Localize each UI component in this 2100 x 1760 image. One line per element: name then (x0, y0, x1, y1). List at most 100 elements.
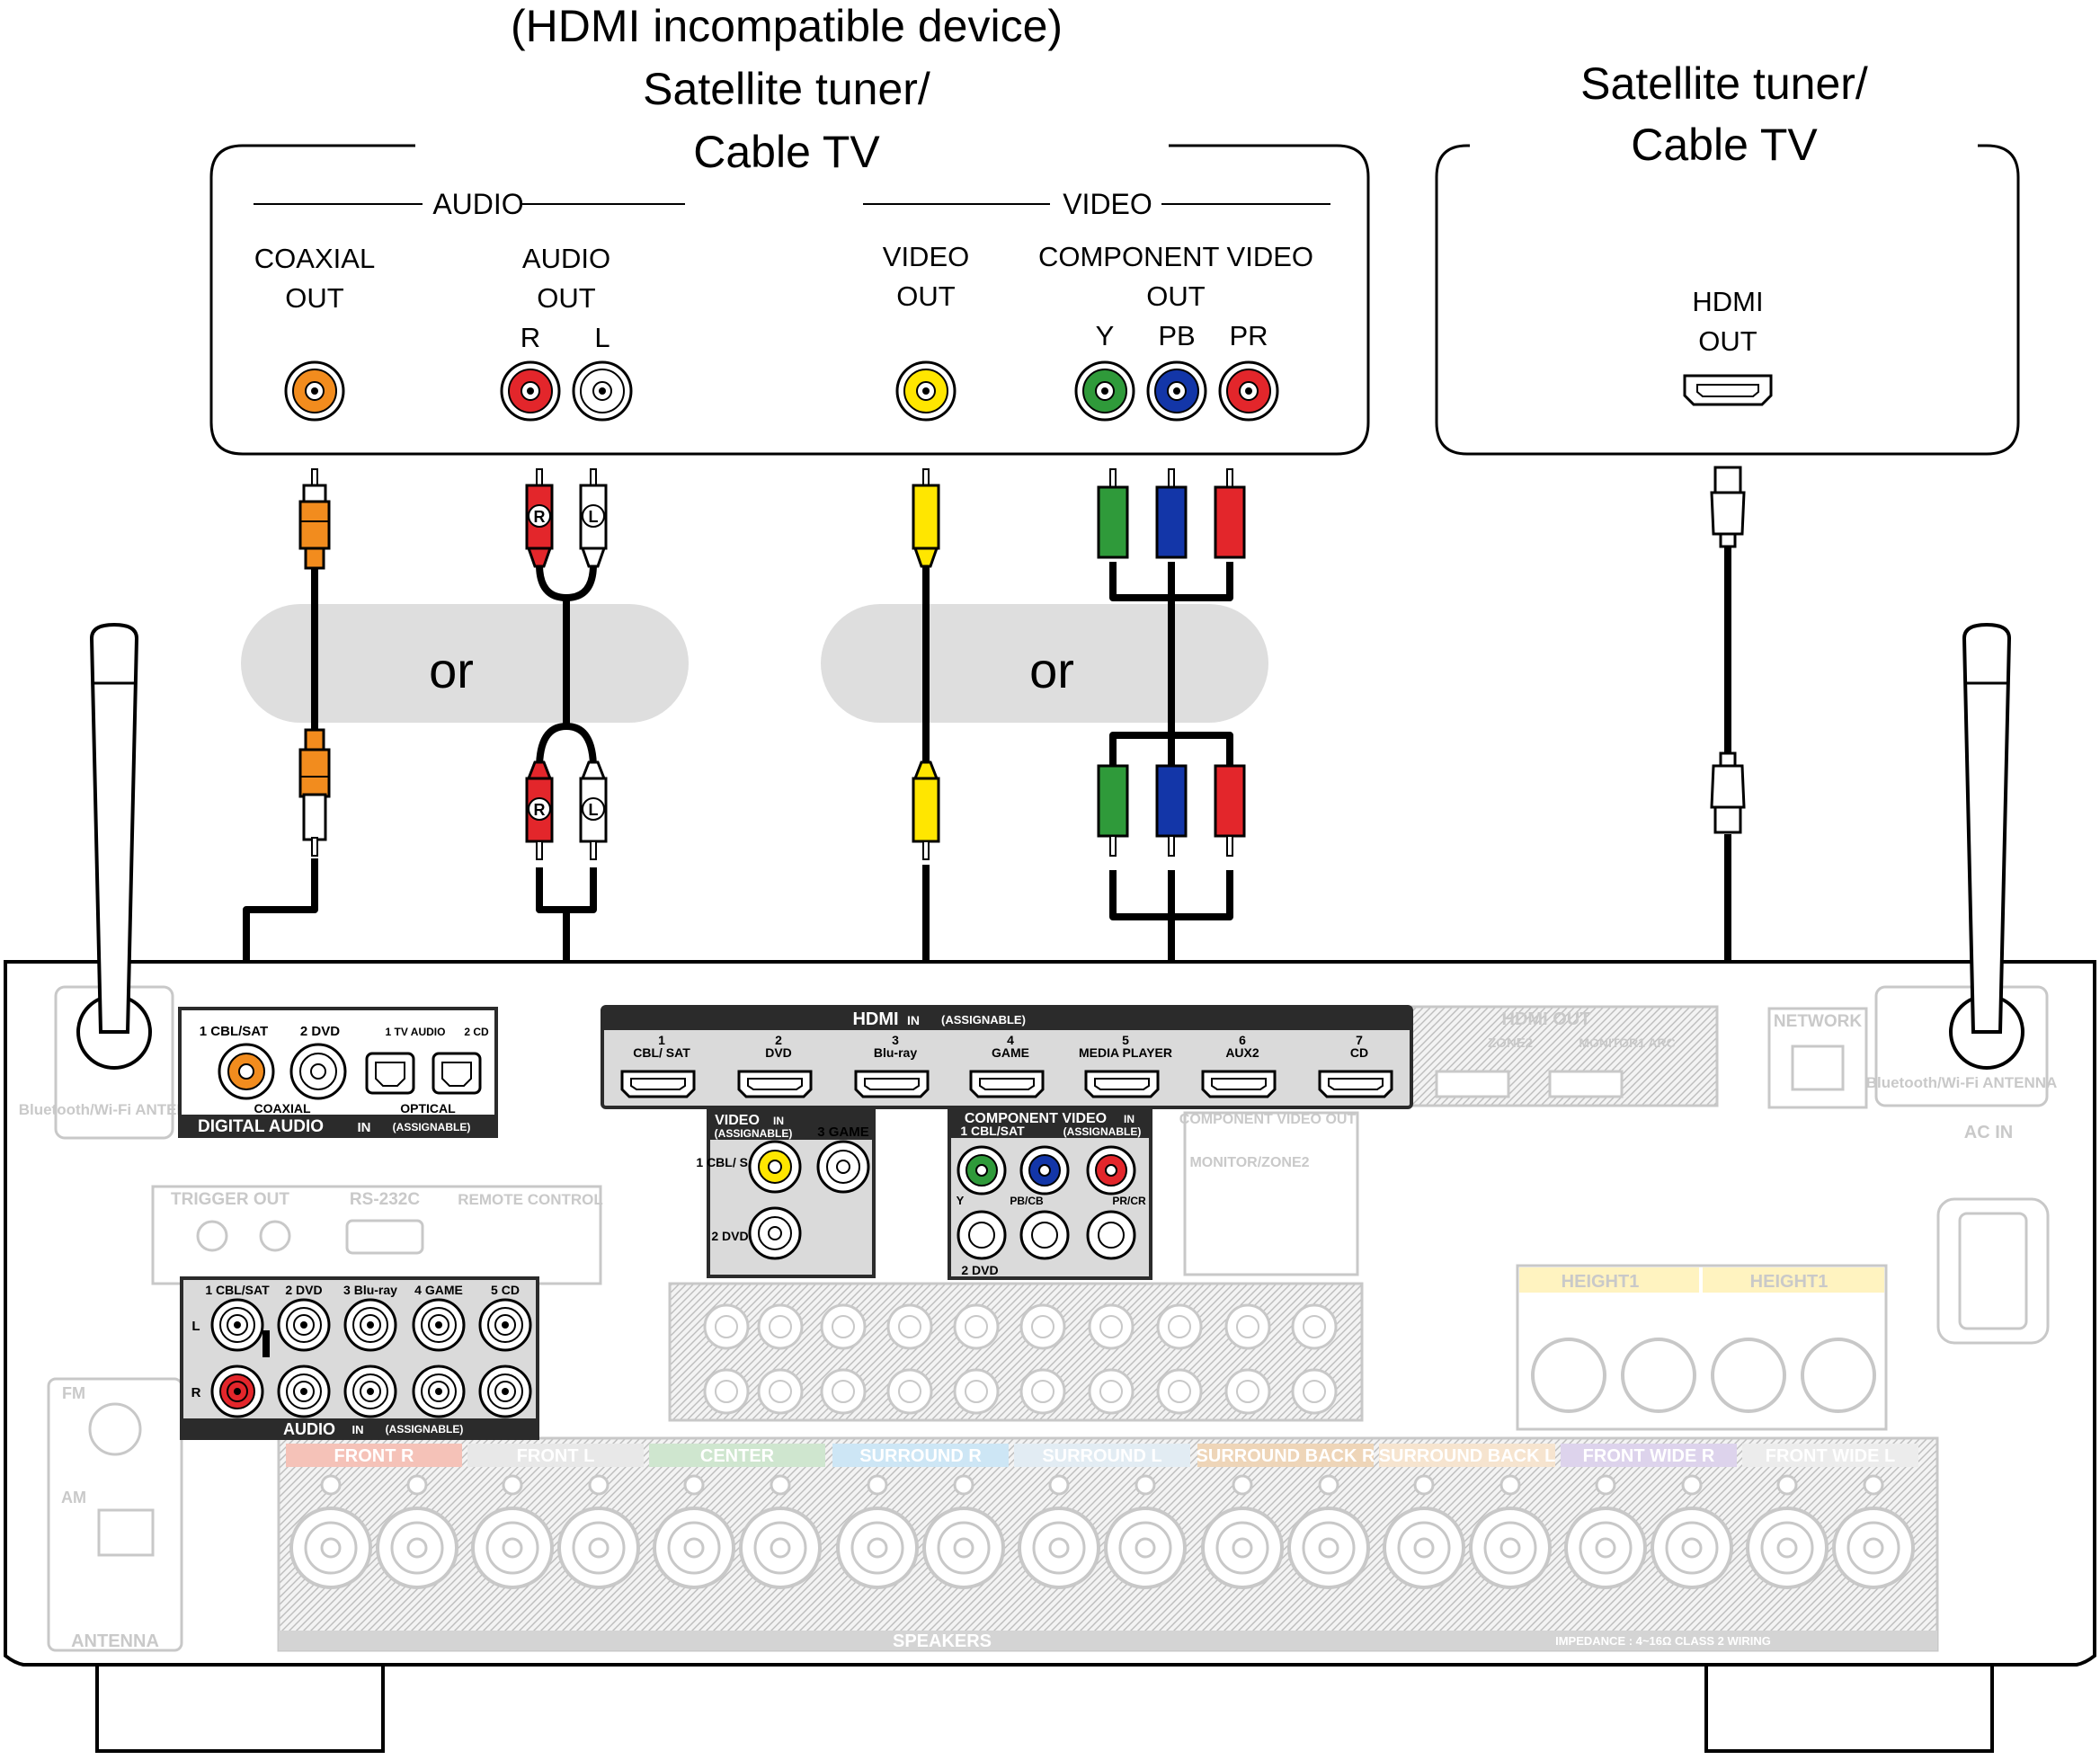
hdmi-in-label-3: 3 (892, 1033, 899, 1047)
comp-pb-label: PB/CB (1010, 1195, 1044, 1207)
hdmi-in-port-1[interactable] (620, 1070, 696, 1098)
hdmi-out-port[interactable] (1683, 374, 1773, 406)
audio-in-jack-5-l[interactable] (478, 1298, 532, 1352)
trigger-out-label: TRIGGER OUT (171, 1190, 289, 1209)
speaker-header (467, 1444, 644, 1467)
optical-in-cd-jack[interactable] (432, 1052, 482, 1095)
hdmi-in-port-2[interactable] (737, 1070, 813, 1098)
digital-in-badge: IN (358, 1120, 371, 1135)
comp-cbl-sat-label: 1 CBL/SAT (960, 1124, 1025, 1138)
audio-in-label-4: 4 GAME (414, 1283, 463, 1297)
hdmi-in-sublabel-2: DVD (765, 1045, 792, 1060)
audio-group-label: AUDIO (432, 188, 523, 220)
speaker-label-9: FRONT WIDE L (1766, 1446, 1895, 1466)
component-in-y-jack[interactable] (957, 1145, 1007, 1196)
speaker-terminal (836, 1474, 919, 1589)
hdmi-in-port-5[interactable] (1084, 1070, 1160, 1098)
faded-jack (1088, 1303, 1135, 1350)
digital-audio-label: DIGITAL AUDIO (198, 1117, 324, 1136)
analog-grid-faded (703, 1303, 1338, 1415)
speaker-terminal (557, 1474, 640, 1589)
hdmi-in-label-6: 6 (1239, 1033, 1246, 1047)
audio-in-jack-1-l[interactable] (210, 1298, 264, 1352)
audio-assignable: (ASSIGNABLE) (386, 1423, 464, 1436)
video-in-dvd-jack[interactable] (748, 1206, 802, 1260)
component-out-label-1: COMPONENT VIDEO (1038, 241, 1313, 272)
component-assignable: (ASSIGNABLE) (1063, 1125, 1142, 1138)
hdmi-in-label-5: 5 (1122, 1033, 1129, 1047)
faded-jack (1019, 1303, 1066, 1350)
zone2-panel-label: ZONE2 (1488, 1036, 1533, 1051)
audio-in-badge: IN (352, 1423, 364, 1436)
video-out-jack[interactable] (895, 360, 957, 422)
component-pr-jack[interactable] (1218, 360, 1279, 422)
hdmi-in-port-4[interactable] (969, 1070, 1045, 1098)
speaker-terminal (1651, 1474, 1733, 1589)
audio-in-label-1: 1 CBL/SAT (205, 1283, 270, 1297)
hdmi-in-port-3[interactable] (854, 1070, 930, 1098)
audio-in-jack-1-r[interactable] (210, 1364, 264, 1418)
audio-in-jack-2-r[interactable] (277, 1364, 331, 1418)
hdmi-in-port-6[interactable] (1201, 1070, 1277, 1098)
speaker-terminal (1287, 1474, 1370, 1589)
speaker-terminal (922, 1474, 1005, 1589)
hdmi-in-label-4: 4 (1007, 1033, 1014, 1047)
speaker-label-6: SURROUND BACK R (1197, 1446, 1375, 1466)
or-label-video: or (1029, 642, 1074, 698)
audio-in-jack-4-r[interactable] (412, 1364, 466, 1418)
audio-out-label-1: AUDIO (522, 243, 610, 274)
component-y-jack[interactable] (1074, 360, 1135, 422)
speaker-label-1: FRONT R (334, 1446, 414, 1466)
dig-tv-audio-label: 1 TV AUDIO (386, 1026, 446, 1038)
monitor-arc-label: MONITOR1 ARC (1579, 1036, 1675, 1050)
speaker-terminal (739, 1474, 822, 1589)
coaxial-in-cbl-sat-jack[interactable] (218, 1043, 275, 1100)
audio-in-jack-4-l[interactable] (412, 1298, 466, 1352)
coaxial-out-jack[interactable] (284, 360, 345, 422)
component-in-pr-jack[interactable] (1086, 1145, 1136, 1196)
speaker-header (649, 1444, 825, 1467)
comp-y-label: Y (957, 1194, 965, 1207)
faded-jack (1224, 1368, 1271, 1415)
faded-jack (820, 1303, 867, 1350)
hdmi-plug-top (1710, 466, 1746, 548)
height1-l-label: HEIGHT1 (1750, 1272, 1829, 1292)
audio-in-jack-5-r[interactable] (478, 1364, 532, 1418)
antenna-label: ANTENNA (71, 1631, 159, 1651)
audio-out-r-jack[interactable] (500, 360, 561, 422)
component-plugs-bottom (1097, 764, 1246, 857)
faded-jack (886, 1368, 933, 1415)
hdmi-in-label-1: 1 (658, 1033, 665, 1047)
optical-in-tv-jack[interactable] (365, 1052, 415, 1095)
video-in-game-jack[interactable] (816, 1140, 870, 1194)
video-game-label: 3 GAME (817, 1124, 869, 1140)
component-pr-label: PR (1229, 320, 1268, 351)
coaxial-in-dvd-jack[interactable] (289, 1043, 347, 1100)
audio-in-jack-3-l[interactable] (343, 1298, 397, 1352)
speaker-terminal (1018, 1474, 1100, 1589)
left-device-title-3: Cable TV (693, 127, 880, 177)
hdmi-in-sublabel-1: CBL/ SAT (633, 1045, 690, 1060)
audio-out-l-jack[interactable] (572, 360, 633, 422)
audio-in-label-3: 3 Blu-ray (343, 1283, 397, 1297)
dig-cd-label: 2 CD (464, 1026, 489, 1038)
faded-jack (953, 1303, 1000, 1350)
component-pb-label: PB (1158, 320, 1195, 351)
audio-in-jack-3-r[interactable] (343, 1364, 397, 1418)
right-device-title-1: Satellite tuner/ (1580, 58, 1868, 109)
ac-in-label: AC IN (1964, 1123, 2013, 1142)
speaker-terminal (1383, 1474, 1465, 1589)
hdmi-in-port-7[interactable] (1318, 1070, 1393, 1098)
speaker-label-8: FRONT WIDE R (1583, 1446, 1715, 1466)
speaker-label-2: FRONT L (517, 1446, 595, 1466)
component-in-pb-jack[interactable] (1019, 1145, 1070, 1196)
speaker-label-5: SURROUND L (1042, 1446, 1161, 1466)
component-pb-jack[interactable] (1146, 360, 1207, 422)
audio-in-jack-2-l[interactable] (277, 1298, 331, 1352)
speaker-header (1014, 1444, 1190, 1467)
coaxial-plug-bottom (298, 728, 331, 857)
video-in-cbl-sat-jack[interactable] (748, 1140, 802, 1194)
source-device-right: Satellite tuner/ Cable TV HDMI OUT (1435, 58, 2020, 456)
video-plug-top (912, 468, 940, 568)
coaxial-in-label: COAXIAL (254, 1101, 311, 1116)
